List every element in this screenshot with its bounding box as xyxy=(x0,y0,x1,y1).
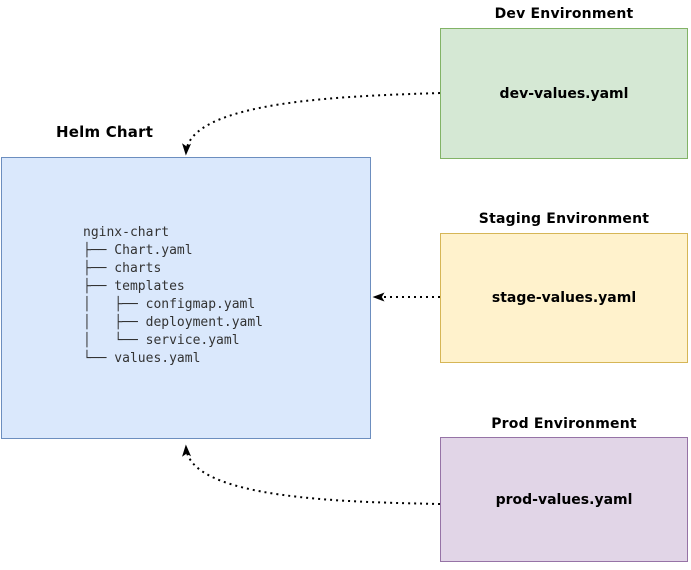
stage-values-file-label: stage-values.yaml xyxy=(491,290,637,306)
dev-environment-box: dev-values.yaml xyxy=(440,28,688,159)
prod-environment-box: prod-values.yaml xyxy=(440,437,688,562)
arrow-dev-to-helm xyxy=(182,92,441,156)
prod-environment-label: Prod Environment xyxy=(491,416,637,432)
dev-environment-label: Dev Environment xyxy=(494,6,634,22)
helm-chart-label: Helm Chart xyxy=(56,123,154,141)
helm-chart-file-tree: nginx-chart ├── Chart.yaml ├── charts ├─… xyxy=(83,225,264,366)
helm-chart-box: nginx-chart ├── Chart.yaml ├── charts ├─… xyxy=(1,157,371,439)
arrow-prod-to-helm xyxy=(182,444,441,505)
staging-environment-box: stage-values.yaml xyxy=(440,233,688,363)
staging-environment-label: Staging Environment xyxy=(478,211,650,227)
dev-values-file-label: dev-values.yaml xyxy=(499,85,629,102)
prod-values-file-label: prod-values.yaml xyxy=(495,491,633,508)
